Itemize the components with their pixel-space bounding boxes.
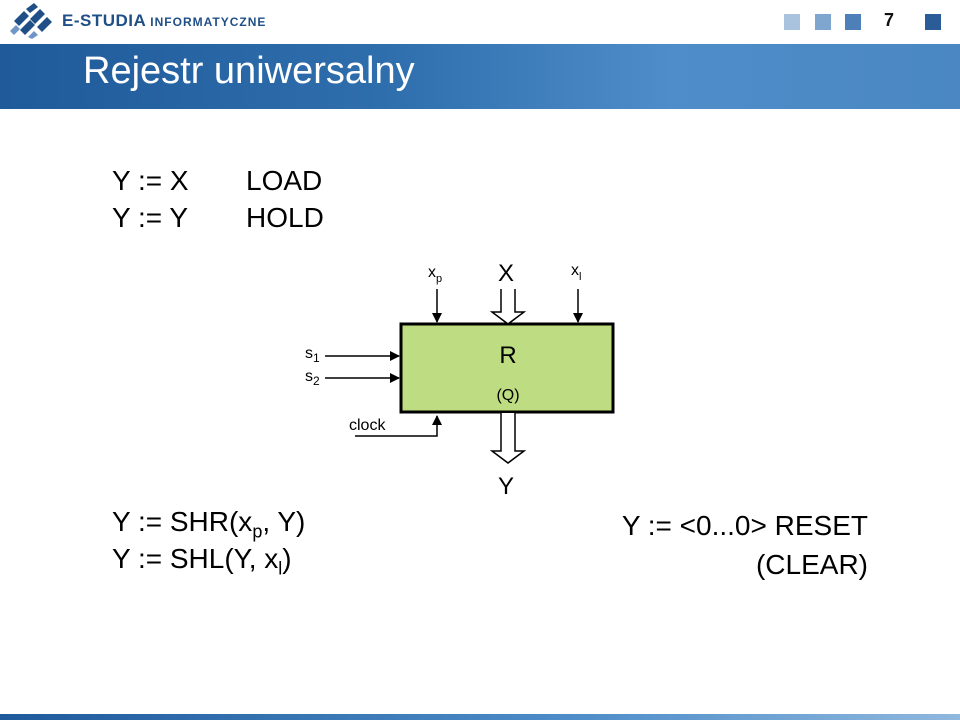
shr-suffix: , Y) bbox=[262, 506, 306, 537]
shl-operation: Y := SHL(Y, xl) bbox=[112, 543, 292, 580]
header-square-1 bbox=[784, 14, 800, 30]
x-input-arrow bbox=[489, 289, 527, 325]
reset-line-1: Y := <0...0> RESET bbox=[621, 510, 868, 541]
title-banner bbox=[0, 44, 960, 109]
y-output-arrow bbox=[489, 413, 527, 464]
clock-input-arrow bbox=[355, 415, 442, 437]
load-expression: Y := X bbox=[112, 165, 189, 196]
header-square-4 bbox=[925, 14, 941, 30]
load-label: LOAD bbox=[246, 165, 323, 196]
xp-label-sub: p bbox=[436, 273, 442, 285]
hold-expression: Y := Y bbox=[112, 202, 189, 233]
xl-label: xl bbox=[571, 262, 581, 283]
clock-label: clock bbox=[349, 417, 386, 434]
register-state-label: (Q) bbox=[496, 387, 519, 404]
xp-label: xp bbox=[428, 264, 442, 285]
slide-title: Rejestr uniwersalny bbox=[83, 50, 415, 92]
shl-prefix: Y := SHL(Y, x bbox=[112, 543, 279, 574]
logo-icon bbox=[10, 3, 52, 39]
s1-label: s1 bbox=[305, 345, 320, 365]
header-square-2 bbox=[815, 14, 831, 30]
page-number: 7 bbox=[884, 10, 895, 30]
register-label: R bbox=[499, 342, 516, 369]
xl-label-base: x bbox=[571, 262, 579, 279]
xl-label-sub: l bbox=[579, 271, 581, 283]
brand-sub: INFORMATYCZNE bbox=[150, 15, 267, 29]
header-square-3 bbox=[845, 14, 861, 30]
s1-label-sub: 1 bbox=[313, 351, 320, 365]
x-input-label: X bbox=[498, 260, 514, 287]
hold-label: HOLD bbox=[246, 202, 324, 233]
shr-prefix: Y := SHR(x bbox=[112, 506, 253, 537]
shl-subscript: l bbox=[278, 558, 283, 579]
s1-label-base: s bbox=[305, 345, 313, 362]
xp-label-base: x bbox=[428, 264, 436, 281]
shl-suffix: ) bbox=[282, 543, 292, 574]
register-block bbox=[399, 322, 615, 414]
reset-line-2: (CLEAR) bbox=[755, 549, 868, 580]
shr-subscript: p bbox=[252, 521, 263, 542]
s2-label: s2 bbox=[305, 368, 320, 388]
footer-bar bbox=[0, 714, 960, 720]
brand-main: E-STUDIA bbox=[62, 11, 147, 30]
s2-label-base: s bbox=[305, 368, 313, 385]
s2-label-sub: 2 bbox=[313, 374, 320, 388]
y-output-label: Y bbox=[498, 473, 514, 500]
shr-operation: Y := SHR(xp, Y) bbox=[112, 506, 305, 543]
